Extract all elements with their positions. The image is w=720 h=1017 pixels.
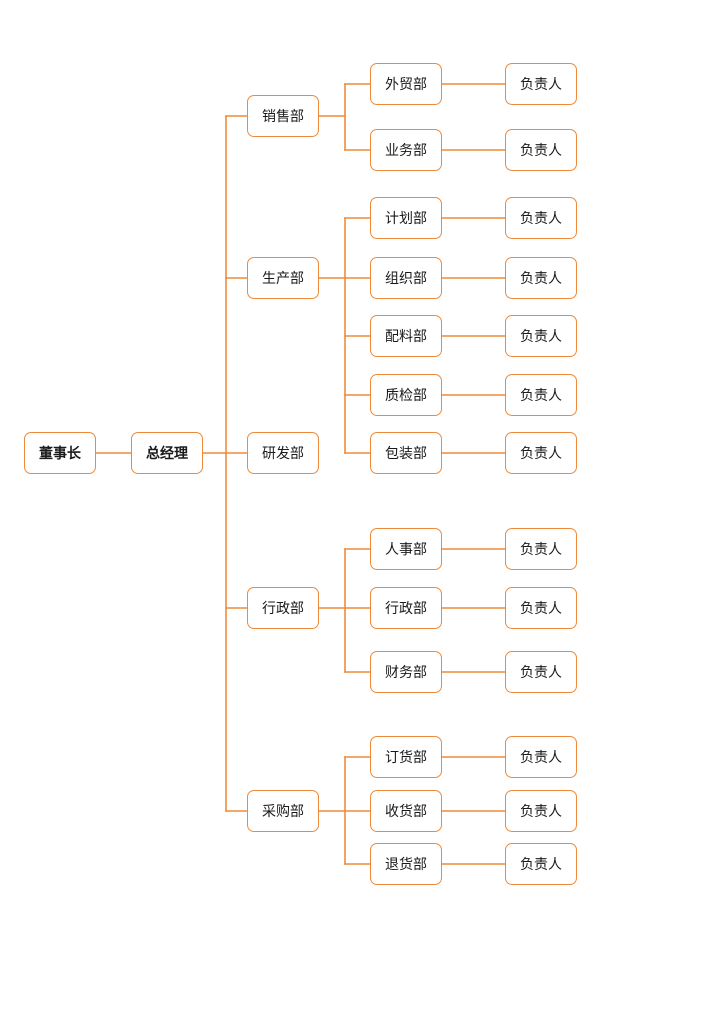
sub-department-node: 收货部 bbox=[370, 790, 442, 832]
owner-node: 负责人 bbox=[505, 257, 577, 299]
sub-department-node: 人事部 bbox=[370, 528, 442, 570]
sub-department-node: 订货部 bbox=[370, 736, 442, 778]
department-node-purchasing: 采购部 bbox=[247, 790, 319, 832]
sub-department-node: 业务部 bbox=[370, 129, 442, 171]
owner-node: 负责人 bbox=[505, 315, 577, 357]
owner-node: 负责人 bbox=[505, 374, 577, 416]
department-node-sales: 销售部 bbox=[247, 95, 319, 137]
owner-node: 负责人 bbox=[505, 528, 577, 570]
owner-node: 负责人 bbox=[505, 651, 577, 693]
owner-node: 负责人 bbox=[505, 843, 577, 885]
sub-department-node: 外贸部 bbox=[370, 63, 442, 105]
sub-department-node: 行政部 bbox=[370, 587, 442, 629]
sub-department-node: 财务部 bbox=[370, 651, 442, 693]
sub-department-node: 退货部 bbox=[370, 843, 442, 885]
owner-node: 负责人 bbox=[505, 197, 577, 239]
chairman-node: 董事长 bbox=[24, 432, 96, 474]
owner-node: 负责人 bbox=[505, 63, 577, 105]
sub-department-node: 配料部 bbox=[370, 315, 442, 357]
department-node-admin: 行政部 bbox=[247, 587, 319, 629]
owner-node: 负责人 bbox=[505, 736, 577, 778]
owner-node: 负责人 bbox=[505, 129, 577, 171]
sub-department-node: 计划部 bbox=[370, 197, 442, 239]
owner-node: 负责人 bbox=[505, 432, 577, 474]
sub-department-node: 组织部 bbox=[370, 257, 442, 299]
department-node-production: 生产部 bbox=[247, 257, 319, 299]
sub-department-node: 质检部 bbox=[370, 374, 442, 416]
owner-node: 负责人 bbox=[505, 790, 577, 832]
sub-department-node: 包装部 bbox=[370, 432, 442, 474]
department-node-rnd: 研发部 bbox=[247, 432, 319, 474]
owner-node: 负责人 bbox=[505, 587, 577, 629]
general-manager-node: 总经理 bbox=[131, 432, 203, 474]
